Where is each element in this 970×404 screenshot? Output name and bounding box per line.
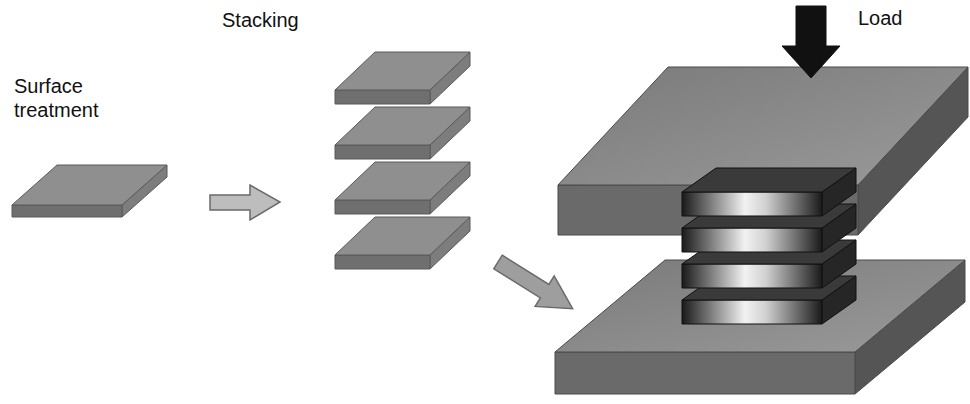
plate-front: [682, 264, 822, 288]
plate-top: [555, 260, 965, 352]
plate-front: [335, 200, 430, 214]
process-arrow: [210, 185, 280, 220]
plate: [12, 165, 167, 217]
plate-front: [335, 255, 430, 269]
plate-top: [558, 67, 968, 185]
plate-top: [335, 52, 470, 90]
process-label: Stacking: [222, 8, 332, 32]
plate: [335, 162, 470, 214]
plate-top: [335, 217, 470, 255]
plate-front: [682, 228, 822, 252]
plate: [335, 52, 470, 104]
plate-top: [12, 165, 167, 205]
plate: [555, 260, 965, 394]
plate-top: [682, 168, 856, 192]
plate-stack: [335, 52, 470, 269]
plate: [335, 107, 470, 159]
pressed-stack: [682, 168, 856, 324]
press-platens: [555, 67, 968, 394]
process-label: Surface treatment: [14, 74, 134, 122]
single-plate: [12, 165, 167, 217]
process-arrow: [488, 247, 582, 324]
plate-front: [335, 90, 430, 104]
plate-front: [682, 192, 822, 216]
plate-front: [682, 300, 822, 324]
plate-top: [335, 107, 470, 145]
plate-front: [335, 145, 430, 159]
process-label: Load: [858, 6, 938, 30]
plate: [682, 168, 856, 216]
plate: [558, 67, 968, 235]
load-arrow: [782, 6, 840, 78]
plate-front: [555, 352, 855, 394]
plate: [335, 217, 470, 269]
plate-top: [335, 162, 470, 200]
plate-front: [12, 205, 122, 217]
